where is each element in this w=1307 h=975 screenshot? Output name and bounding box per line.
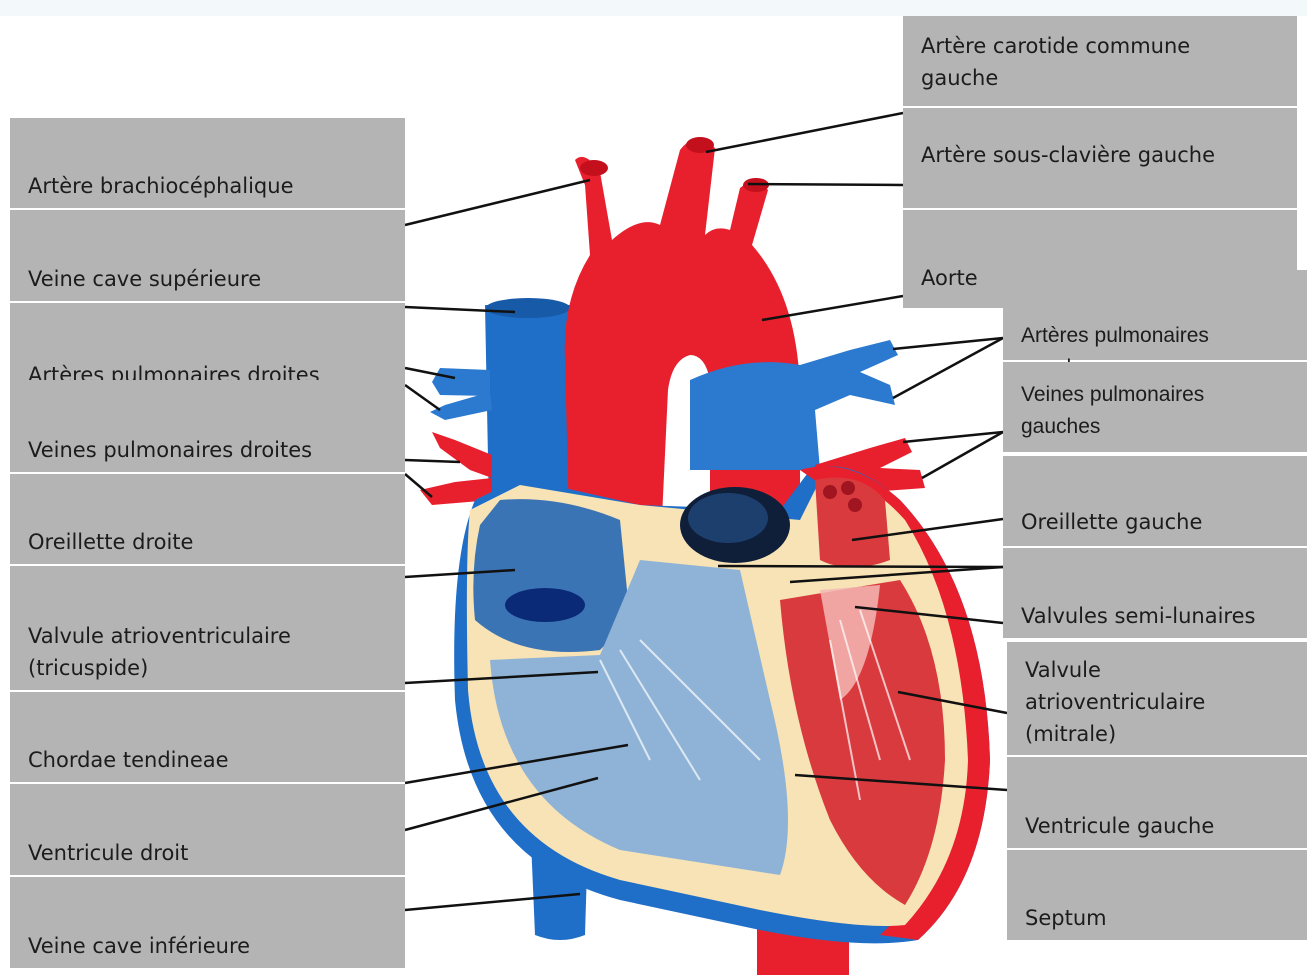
label-superior-vena-cava: Veine cave supérieure [10, 210, 405, 303]
label-text: Ventricule droit [28, 837, 393, 869]
coronary-sinus [505, 588, 585, 622]
right-pulmonary-artery-upper [432, 368, 490, 396]
pulmonary-vein-opening-2 [841, 481, 855, 495]
label-text: Veine cave inférieure [28, 930, 393, 962]
label-text: Oreillette droite [28, 526, 393, 558]
label-tricuspid-valve: Valvule atrioventriculaire (tricuspide) [10, 566, 405, 692]
label-left-pulmonary-arteries: Artères pulmonaires gauches [1003, 270, 1307, 362]
brachiocephalic-opening [580, 160, 608, 176]
label-septum: Septum [1007, 850, 1307, 942]
label-text: Artère carotide commune gauche [921, 30, 1285, 94]
pulmonary-vein-opening-1 [823, 485, 837, 499]
label-text: Ventricule gauche [1025, 810, 1295, 842]
label-right-ventricle: Ventricule droit [10, 784, 405, 877]
label-left-atrium: Oreillette gauche [1003, 456, 1307, 548]
right-atrium [473, 499, 630, 652]
svc-opening [486, 298, 570, 318]
label-text: Valvule atrioventriculaire (tricuspide) [28, 620, 393, 684]
label-text: Valvule atrioventriculaire (mitrale) [1025, 654, 1295, 750]
label-text: Veines pulmonaires droites [28, 434, 393, 466]
label-text: Chordae tendineae [28, 744, 393, 776]
right-pulmonary-vein-upper [432, 432, 492, 478]
label-text: Artère brachiocéphalique [28, 170, 393, 202]
label-text: Veines pulmonaires gauches [1021, 379, 1295, 443]
label-right-atrium: Oreillette droite [10, 474, 405, 566]
label-text: Artère sous-clavière gauche [921, 139, 1285, 171]
right-pulmonary-artery-lower [430, 392, 492, 420]
aortic-valve-inner [688, 493, 768, 543]
label-semilunar-valves: Valvules semi-lunaires [1003, 548, 1307, 640]
label-left-subclavian: Artère sous-clavière gauche [903, 108, 1297, 210]
pulmonary-vein-opening-3 [848, 498, 862, 512]
label-text: Oreillette gauche [1021, 506, 1295, 538]
label-left-pulmonary-veins: Veines pulmonaires gauches [1003, 362, 1307, 454]
label-right-pulmonary-veins: Veines pulmonaires droites [10, 380, 405, 474]
label-inferior-vena-cava: Veine cave inférieure [10, 877, 405, 970]
label-text: Valvules semi-lunaires [1021, 600, 1295, 632]
label-left-ventricle: Ventricule gauche [1007, 757, 1307, 850]
label-chordae-tendineae: Chordae tendineae [10, 692, 405, 784]
label-brachiocephalic-artery: Artère brachiocéphalique [10, 118, 405, 210]
label-right-pulmonary-arteries: Artères pulmonaires droites [10, 303, 405, 383]
label-text: Septum [1025, 902, 1295, 934]
label-text: Veine cave supérieure [28, 263, 393, 295]
label-mitral-valve: Valvule atrioventriculaire (mitrale) [1007, 642, 1307, 757]
label-left-common-carotid: Artère carotide commune gauche [903, 16, 1297, 108]
